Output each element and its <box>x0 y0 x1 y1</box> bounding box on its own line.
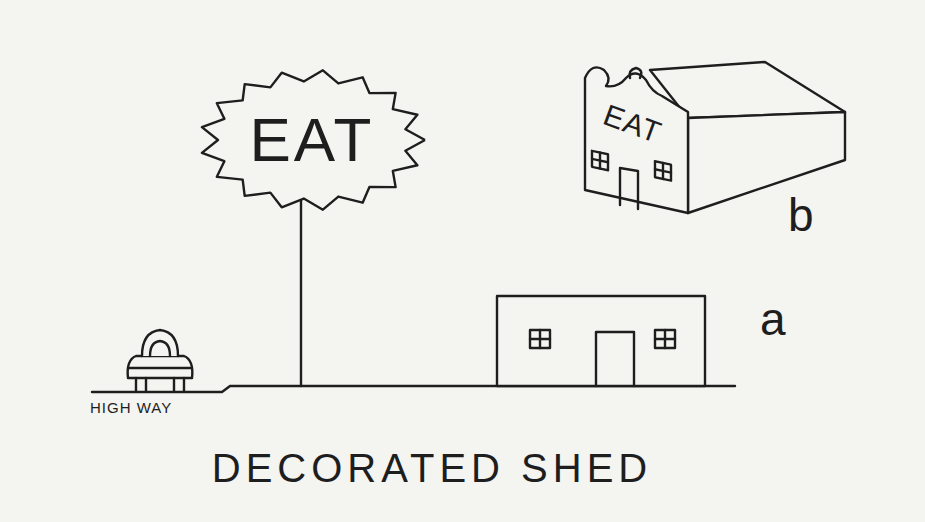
sign-pole <box>300 190 302 386</box>
car <box>128 330 193 391</box>
sign-text: EAT <box>600 100 666 148</box>
starburst-outline <box>201 70 424 209</box>
callout-letter: b <box>788 192 814 238</box>
facade-sign: EAT <box>596 97 671 152</box>
road-label: HIGH WAY <box>90 400 172 415</box>
shed-a <box>497 296 705 386</box>
shed-b <box>585 62 845 213</box>
sign-text: EAT <box>250 109 375 171</box>
callout-letter: a <box>760 296 786 342</box>
caption: DECORATED SHED <box>212 448 652 488</box>
starburst-sign: EAT <box>200 70 425 210</box>
